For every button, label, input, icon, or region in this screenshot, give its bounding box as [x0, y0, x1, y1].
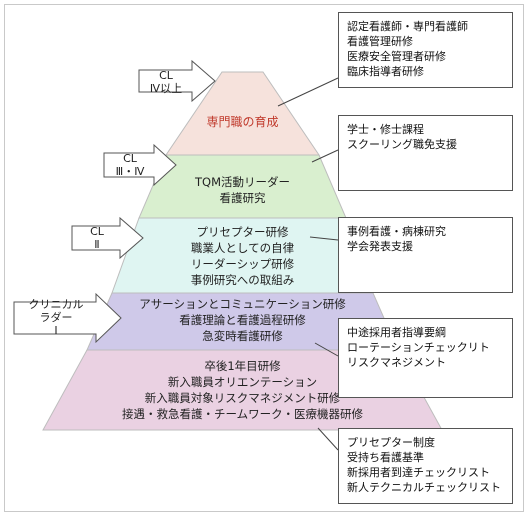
note-line: 看護管理研修 — [347, 35, 413, 48]
ladder-line: CL — [159, 69, 173, 82]
callout-line-2 — [311, 149, 339, 163]
note-box-1: 認定看護師・専門看護師 看護管理研修 医療安全管理者研修 臨床指導者研修 — [338, 12, 513, 88]
ladder-line: ラダー — [39, 311, 73, 324]
tier-4-line: アサーションとコミュニケーション研修 — [139, 297, 346, 311]
ladder-line: Ⅲ・Ⅳ — [115, 165, 145, 178]
note-line: 中途採用者指導要綱 — [347, 326, 446, 339]
ladder-arrow-cl1 — [13, 292, 122, 344]
note-line: 学士・修士課程 — [347, 123, 424, 136]
ladder-line: Ⅱ — [94, 238, 100, 251]
note-box-5: プリセプター制度 受持ち看護基準 新採用者到達チェックリスト 新人テクニカルチェ… — [338, 428, 513, 504]
tier-2-line: TQM活動リーダー — [195, 175, 290, 189]
tier-2-line: 看護研究 — [219, 191, 266, 205]
tier-1-text: 専門職の育成 — [166, 114, 319, 130]
tier-2-text: TQM活動リーダー 看護研究 — [139, 174, 346, 206]
tier-4-text: アサーションとコミュニケーション研修 看護理論と看護過程研修 急変時看護研修 — [87, 296, 398, 344]
callout-line-3 — [309, 236, 339, 241]
tier-5-line: 新入職員オリエンテーション — [167, 375, 318, 389]
note-box-2: 学士・修士課程 スクーリング職免支援 — [338, 115, 513, 191]
ladder-line: Ⅰ — [54, 324, 58, 337]
ladder-line: CL — [90, 225, 104, 238]
note-line: 受持ち看護基準 — [347, 451, 424, 464]
note-line: 事例看護・病棟研究 — [347, 225, 446, 238]
note-line: プリセプター制度 — [347, 436, 435, 449]
note-line: 新人テクニカルチェックリスト — [347, 481, 501, 494]
tier-1-line: 専門職の育成 — [206, 115, 279, 129]
tier-5-line: 卒後1年目研修 — [204, 359, 281, 373]
callout-line-4 — [314, 342, 339, 357]
tier-3-line: プリセプター研修 — [196, 225, 289, 239]
note-line: 臨床指導者研修 — [347, 65, 424, 78]
ladder-arrow-cl2 — [71, 216, 144, 260]
tier-4-line: 看護理論と看護過程研修 — [179, 313, 306, 327]
callout-line-1 — [277, 77, 339, 107]
note-box-4: 中途採用者指導要綱 ローテーションチェックリト リスクマネジメント — [338, 318, 513, 398]
callout-line-5 — [317, 427, 339, 451]
ladder-line: クリニカル — [28, 298, 84, 311]
ladder-label-cl3: CL Ⅲ・Ⅳ — [106, 152, 154, 178]
tier-3-line: リーダーシップ研修 — [190, 257, 295, 271]
tier-5-text: 卒後1年目研修 新入職員オリエンテーション 新入職員対象リスクマネジメント研修 … — [43, 358, 442, 422]
tier-3-line: 事例研究への取組み — [190, 273, 295, 287]
tier-5-line: 接遇・救急看護・チームワーク・医療機器研修 — [122, 407, 363, 421]
note-line: 学会発表支援 — [347, 240, 413, 253]
ladder-arrow-cl4 — [138, 59, 216, 103]
note-line: スクーリング職免支援 — [347, 138, 457, 151]
outer-frame — [4, 4, 524, 512]
tier-3-text: プリセプター研修 職業人としての自律 リーダーシップ研修 事例研究への取組み — [112, 224, 373, 288]
ladder-arrow-cl3 — [103, 143, 177, 187]
ladder-line: CL — [123, 152, 137, 165]
tier-5-line: 新入職員対象リスクマネジメント研修 — [144, 391, 341, 405]
note-line: 認定看護師・専門看護師 — [347, 20, 468, 33]
note-line: 医療安全管理者研修 — [347, 50, 446, 63]
note-line: 新採用者到達チェックリスト — [347, 466, 490, 479]
ladder-label-cl4: CL Ⅳ以上 — [141, 69, 191, 95]
ladder-label-cl2: CL Ⅱ — [74, 225, 120, 251]
tier-4-line: 急変時看護研修 — [202, 329, 283, 343]
ladder-line: Ⅳ以上 — [149, 82, 183, 95]
tier-3-line: 職業人としての自律 — [190, 241, 295, 255]
note-box-3: 事例看護・病棟研究 学会発表支援 — [338, 217, 513, 293]
note-line: リスクマネジメント — [347, 356, 446, 369]
note-line: ローテーションチェックリト — [347, 341, 490, 354]
ladder-label-cl1: クリニカル ラダー Ⅰ — [16, 298, 96, 337]
